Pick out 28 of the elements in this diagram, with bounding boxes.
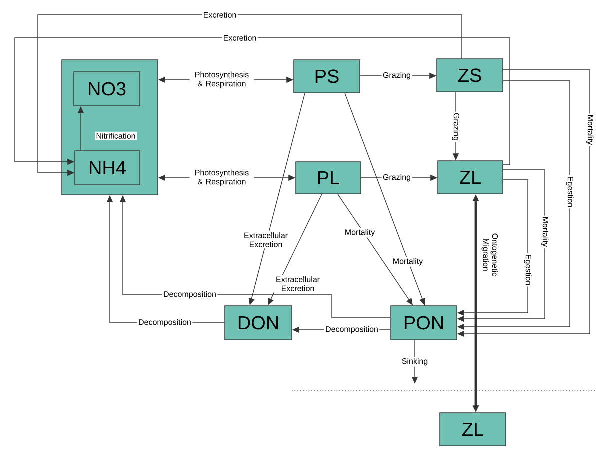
compartment-box: PL — [296, 162, 362, 194]
edge-label: Decomposition — [162, 290, 218, 300]
edge-label: Grazing — [451, 112, 461, 142]
compartment-box: PS — [294, 60, 360, 94]
compartment-box: ZL — [438, 160, 504, 194]
edge-label: Extracellular Excretion — [240, 231, 292, 249]
edge-label: Decomposition — [324, 325, 380, 335]
edge-label: Egestion — [523, 253, 533, 287]
edge-label: Photosynthesis & Respiration — [190, 70, 254, 90]
edge-label: Mortality — [344, 228, 376, 238]
edge-label: Mortality — [585, 114, 595, 146]
compartment-box: DON — [224, 306, 292, 340]
edge-label: Egestion — [565, 175, 575, 209]
edge-label: Grazing — [382, 173, 412, 183]
edge-label: Mortality — [392, 257, 424, 267]
edge-label: Extracellular Excretion — [272, 275, 324, 293]
nutrient-box: NO3 — [74, 72, 140, 106]
compartment-box: ZL — [440, 412, 506, 446]
edge-label: Sinking — [400, 357, 430, 367]
edge-label: Grazing — [382, 71, 412, 81]
nutrient-box: NH4 — [74, 150, 140, 186]
edge-label: Decomposition — [137, 318, 193, 328]
edge-label: Photosynthesis & Respiration — [190, 168, 254, 188]
arrow — [14, 38, 510, 166]
compartment-box: ZS — [436, 58, 504, 92]
edge-label: Mortality — [540, 216, 550, 248]
edge-label: Ontogenetic Migration — [480, 218, 500, 292]
compartment-box: PON — [390, 306, 458, 340]
